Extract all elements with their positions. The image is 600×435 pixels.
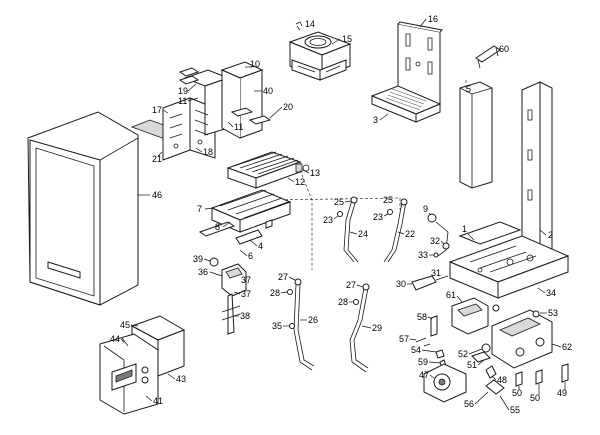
back-frame	[370, 21, 444, 123]
callout-19: 19	[178, 86, 188, 96]
callout-51: 51	[467, 360, 477, 370]
callout-27a: 27	[278, 272, 288, 282]
bypass-fittings	[411, 213, 450, 291]
callout-50b: 50	[530, 393, 540, 403]
callout-60: 60	[499, 44, 509, 54]
gas-pipe-left	[287, 278, 315, 371]
callout-40: 40	[263, 86, 273, 96]
combustion-chamber	[162, 61, 272, 161]
callout-52: 52	[458, 349, 468, 359]
callout-7: 7	[197, 204, 202, 214]
callout-5: 5	[466, 84, 471, 94]
callout-37: 37	[241, 289, 251, 299]
callout-26: 26	[308, 315, 318, 325]
callout-25a: 25	[334, 197, 344, 207]
fan-assembly	[288, 31, 352, 81]
callout-16: 16	[428, 14, 438, 24]
callout-33: 33	[418, 250, 428, 260]
callout-32: 32	[430, 236, 440, 246]
callout-50a: 50	[512, 388, 522, 398]
callout-35: 35	[272, 321, 282, 331]
callout-57: 57	[399, 334, 409, 344]
callout-55: 55	[510, 405, 520, 415]
callout-53: 53	[548, 308, 558, 318]
callout-28b: 28	[338, 297, 348, 307]
callout-6: 6	[248, 251, 253, 261]
callout-43: 43	[176, 374, 186, 384]
callout-38: 38	[240, 311, 250, 321]
hydraulic-group	[451, 297, 553, 369]
callout-61: 61	[446, 290, 456, 300]
callout-15: 15	[342, 34, 352, 44]
callout-36: 36	[198, 267, 208, 277]
expansion-vessel	[459, 80, 493, 189]
callout-18: 18	[203, 147, 213, 157]
callout-25b: 25	[383, 195, 393, 205]
control-panel	[99, 315, 186, 415]
callout-59: 59	[418, 357, 428, 367]
callout-39: 39	[193, 254, 203, 264]
callout-58: 58	[417, 312, 427, 322]
callout-1: 1	[462, 224, 467, 234]
callout-9: 9	[423, 204, 428, 214]
callout-29: 29	[372, 323, 382, 333]
callout-8: 8	[215, 222, 220, 232]
callout-13: 13	[310, 168, 320, 178]
callout-12: 12	[295, 177, 305, 187]
callout-31: 31	[431, 268, 441, 278]
gas-valve	[209, 257, 247, 335]
callout-23b: 23	[373, 212, 383, 222]
callout-20: 20	[283, 102, 293, 112]
callout-2: 2	[548, 230, 553, 240]
pump-and-fittings	[415, 315, 569, 403]
callout-27b: 27	[346, 280, 356, 290]
callout-30: 30	[396, 279, 406, 289]
callout-23a: 23	[323, 215, 333, 225]
callout-46: 46	[152, 190, 162, 200]
burner-assembly	[198, 189, 292, 245]
callout-11a: 11	[178, 96, 187, 106]
gas-pipe-right	[349, 283, 370, 373]
heat-exchanger	[226, 151, 310, 189]
front-casing	[27, 111, 139, 306]
callout-10: 10	[250, 59, 260, 69]
callout-45: 45	[120, 320, 130, 330]
callout-54: 54	[411, 345, 421, 355]
callout-14: 14	[305, 19, 315, 29]
callout-17: 17	[152, 105, 162, 115]
callout-44: 44	[110, 334, 120, 344]
callout-3: 3	[373, 115, 378, 125]
callout-48: 48	[497, 375, 507, 385]
callout-47: 47	[419, 370, 429, 380]
callout-11b: 11	[234, 122, 243, 132]
callout-28a: 28	[270, 288, 280, 298]
callout-22: 22	[405, 229, 415, 239]
callout-49: 49	[557, 388, 567, 398]
callout-41: 41	[153, 396, 163, 406]
bracket-60	[475, 45, 501, 69]
callout-24: 24	[358, 229, 368, 239]
callout-34: 34	[546, 288, 556, 298]
callout-37a: 37	[241, 275, 251, 285]
callout-4: 4	[258, 241, 263, 251]
callout-62: 62	[562, 342, 572, 352]
chassis	[448, 81, 570, 299]
callout-21: 21	[152, 154, 162, 164]
callout-56: 56	[464, 399, 474, 409]
flow-pipes	[337, 196, 408, 263]
